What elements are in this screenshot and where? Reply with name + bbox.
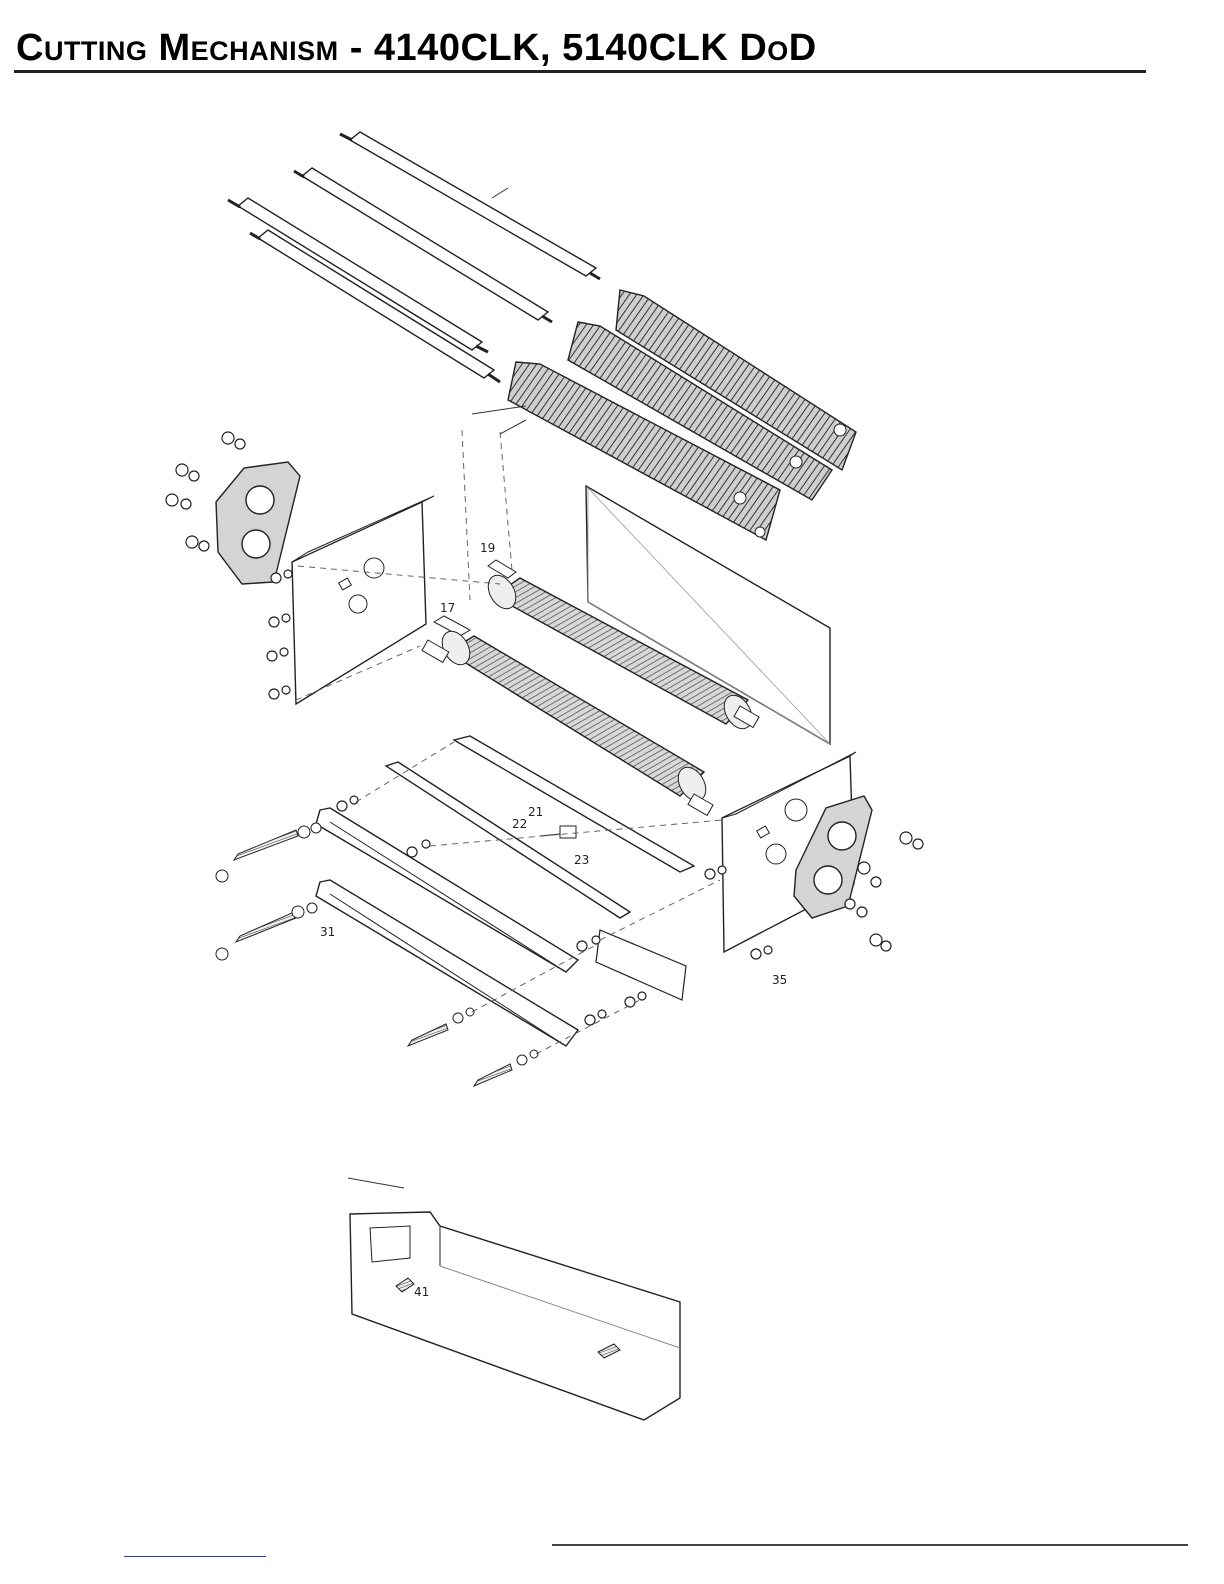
left-side-plate bbox=[292, 496, 434, 704]
left-end-gasket bbox=[216, 462, 300, 584]
leader-line bbox=[492, 188, 508, 198]
stud-front-upper bbox=[408, 1008, 474, 1046]
rear-channel bbox=[596, 930, 686, 1000]
bottom-cover bbox=[350, 1212, 680, 1420]
leader-line bbox=[500, 420, 526, 434]
footer-link-underline bbox=[124, 1556, 266, 1557]
guide-roller-1 bbox=[340, 132, 600, 279]
footer-rule bbox=[552, 1544, 1188, 1546]
stud-front-lower bbox=[474, 1050, 538, 1086]
callout-19: 19 bbox=[480, 541, 495, 555]
tie-rod-upper bbox=[216, 823, 321, 882]
leader-line bbox=[472, 406, 526, 414]
guide-roller-3 bbox=[228, 198, 488, 352]
callout-21: 21 bbox=[528, 805, 543, 819]
callout-22: 22 bbox=[512, 817, 527, 831]
front-channel-upper bbox=[316, 808, 578, 972]
adjuster-assembly bbox=[540, 826, 576, 838]
guide-roller-4 bbox=[250, 230, 500, 382]
callout-41: 41 bbox=[414, 1285, 429, 1299]
leader-line bbox=[348, 1178, 404, 1188]
front-channel-lower bbox=[316, 880, 578, 1046]
guide-roller-2 bbox=[294, 168, 552, 322]
callout-23: 23 bbox=[574, 853, 589, 867]
callout-31: 31 bbox=[320, 925, 335, 939]
tie-rod-lower bbox=[216, 903, 317, 960]
callout-35: 35 bbox=[772, 973, 787, 987]
lower-cross-bar bbox=[386, 762, 630, 918]
lower-cutter-cylinder bbox=[422, 626, 713, 815]
callout-17: 17 bbox=[440, 601, 455, 615]
